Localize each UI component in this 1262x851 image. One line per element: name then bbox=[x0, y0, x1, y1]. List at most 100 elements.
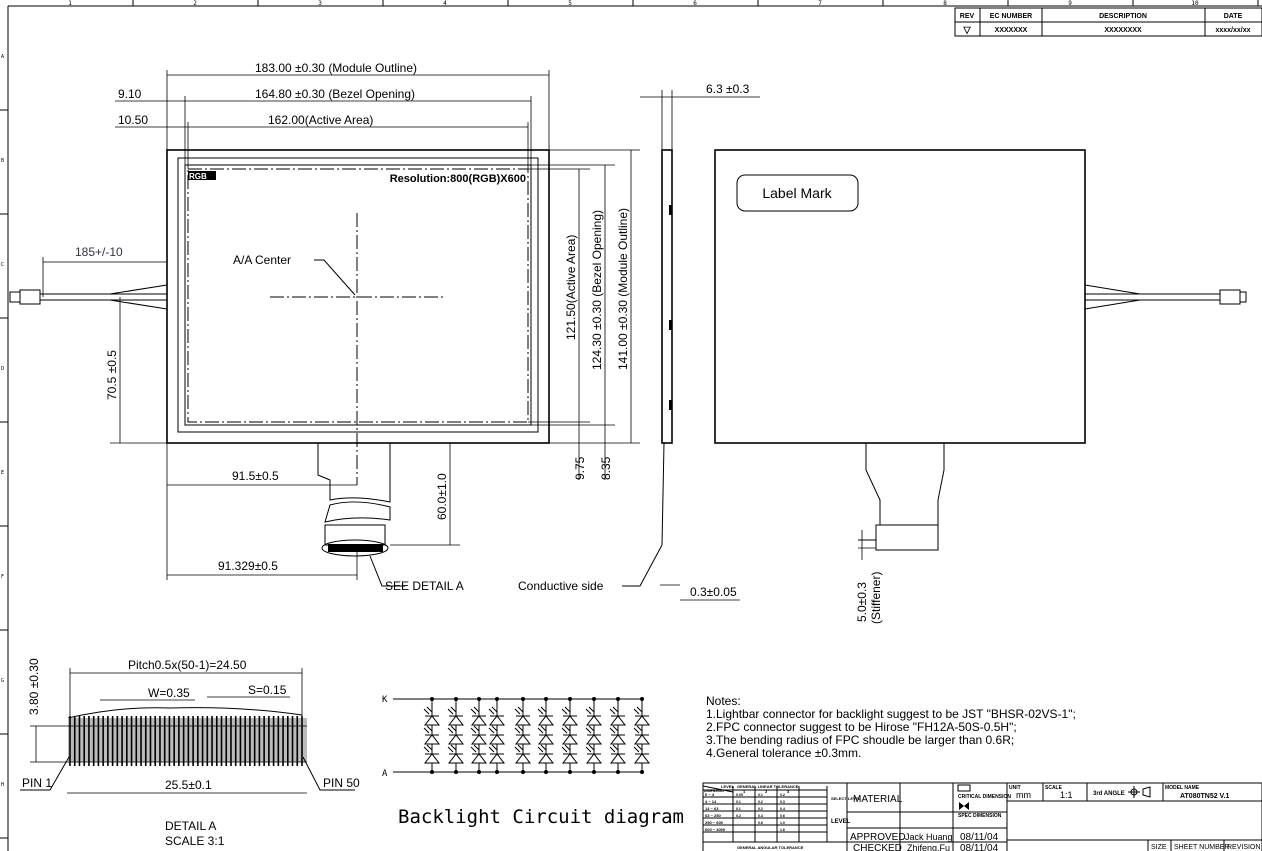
total-width-dim: 25.5±0.1 bbox=[165, 778, 212, 792]
junction-dot bbox=[640, 770, 644, 774]
junction-dot bbox=[544, 770, 548, 774]
spec-dimension-label: SPEC DIMENSION bbox=[958, 813, 1002, 819]
frame-row-label: G bbox=[1, 678, 4, 684]
pin-1-label: PIN 1 bbox=[22, 776, 52, 790]
notes-heading: Notes: bbox=[706, 694, 741, 708]
frame-column-label: 6 bbox=[693, 0, 697, 7]
module-outline-height: 141.00 ±0.30 (Module Outline) bbox=[616, 208, 630, 370]
junction-dot bbox=[568, 770, 572, 774]
bezel-opening-height: 124.30 ±0.30 (Bezel Opening) bbox=[590, 210, 604, 370]
junction-dot bbox=[454, 697, 458, 701]
rgb-label: RGB bbox=[189, 172, 207, 181]
light-emission-icon bbox=[537, 744, 547, 753]
light-emission-icon bbox=[585, 744, 595, 753]
checked-date: 08/11/04 bbox=[960, 843, 999, 851]
tolerance-linear-header: GENERAL LINEAR TOLERANCE bbox=[737, 784, 799, 789]
ec-number-header: EC NUMBER bbox=[990, 13, 1032, 20]
detail-scale: SCALE 3:1 bbox=[165, 834, 225, 848]
led-diode-icon bbox=[609, 715, 627, 726]
diagonal bbox=[702, 785, 734, 793]
frame-column-label: 7 bbox=[818, 0, 822, 7]
light-emission-icon bbox=[633, 725, 643, 734]
frame-column-label: 4 bbox=[443, 0, 447, 7]
light-emission-icon bbox=[447, 744, 457, 753]
back-view: Label Mark 5.0±0.3 (Stiffener) bbox=[714, 149, 1247, 624]
tolerance-value: 1.6 bbox=[780, 828, 785, 832]
approved-date: 08/11/04 bbox=[960, 832, 999, 843]
active-offset: 10.50 bbox=[118, 113, 148, 127]
light-emission-icon bbox=[633, 706, 643, 715]
tolerance-value: 0.1 bbox=[736, 800, 741, 804]
junction-dot bbox=[592, 697, 596, 701]
tolerance-range: 14 ~ 63 bbox=[705, 806, 719, 811]
led-diode-icon bbox=[514, 734, 532, 745]
light-emission-icon bbox=[561, 706, 571, 715]
revision-table: REV EC NUMBER DESCRIPTION DATE ▽ XXXXXXX… bbox=[954, 7, 1262, 38]
revision-triangle-icon: ▽ bbox=[963, 23, 971, 38]
frame-row-label: B bbox=[1, 158, 4, 164]
bottom-bezel-dim: 9.75 bbox=[573, 456, 587, 480]
detail-height-dim: 3.80 ±0.30 bbox=[27, 658, 41, 715]
light-emission-icon bbox=[561, 725, 571, 734]
third-angle-projection-icon bbox=[1128, 786, 1151, 798]
led-diode-icon bbox=[447, 715, 465, 726]
sheet-number-label: SHEET NUMBER bbox=[1174, 844, 1230, 851]
anode-label: A bbox=[382, 769, 388, 779]
label-mark: Label Mark bbox=[762, 185, 832, 201]
revision-label: REVISION bbox=[1227, 844, 1260, 851]
light-emission-icon bbox=[488, 725, 498, 734]
critical-dimension-label: CRITICAL DIMENSION bbox=[958, 794, 1011, 800]
tolerance-value: 0.2 bbox=[780, 793, 785, 797]
stiffener-label: (Stiffener) bbox=[869, 572, 883, 624]
conductive-side-label: Conductive side bbox=[518, 579, 604, 593]
date-header: DATE bbox=[1224, 13, 1243, 20]
notes: Notes: 1.Lightbar connector for backligh… bbox=[706, 694, 1076, 760]
led-diode-icon bbox=[447, 734, 465, 745]
led-diode-icon bbox=[488, 715, 506, 726]
tolerance-dimension-header: DIMENSION bbox=[704, 789, 724, 793]
pin-50-label: PIN 50 bbox=[323, 776, 360, 790]
thickness-dim: 6.3 ±0.3 bbox=[706, 82, 750, 96]
model-name-value: AT080TN52 V.1 bbox=[1180, 793, 1230, 800]
junction-dot bbox=[454, 770, 458, 774]
select-level-label: SELECT LEVEL bbox=[831, 796, 861, 801]
fpc-contact-pins bbox=[68, 716, 307, 766]
frame-column-label: 8 bbox=[943, 0, 947, 7]
light-emission-icon bbox=[609, 744, 619, 753]
unit-value: mm bbox=[1016, 790, 1031, 800]
fpc-thickness-dim: 0.3±0.05 bbox=[690, 585, 737, 599]
frame-column-label: 3 bbox=[318, 0, 322, 7]
bottom-active-dim: 8.35 bbox=[599, 456, 613, 480]
tolerance-range: 63 ~ 250 bbox=[705, 813, 721, 818]
frame-column-label: 5 bbox=[568, 0, 572, 7]
led-diode-icon bbox=[609, 734, 627, 745]
led-diode-icon bbox=[537, 715, 555, 726]
junction-dot bbox=[477, 770, 481, 774]
light-emission-icon bbox=[514, 725, 524, 734]
frame-column-label: 10 bbox=[1191, 0, 1199, 7]
frame-column-label: 1 bbox=[68, 0, 72, 7]
light-emission-icon bbox=[423, 706, 433, 715]
junction-dot bbox=[521, 697, 525, 701]
light-emission-icon bbox=[514, 744, 524, 753]
led-diode-icon bbox=[609, 753, 627, 764]
light-emission-icon bbox=[488, 744, 498, 753]
junction-dot bbox=[477, 697, 481, 701]
aa-center-label: A/A Center bbox=[233, 253, 291, 267]
bezel-offset: 9.10 bbox=[118, 87, 142, 101]
size-label: SIZE bbox=[1151, 844, 1167, 851]
light-emission-icon bbox=[470, 744, 480, 753]
level-label: LEVEL bbox=[831, 819, 851, 825]
led-diode-icon bbox=[447, 753, 465, 764]
frame-row-label: E bbox=[1, 470, 4, 476]
led-diode-icon bbox=[423, 753, 441, 764]
frame-column-label: 9 bbox=[1068, 0, 1072, 7]
frame-row-label: F bbox=[1, 574, 4, 580]
frame-column-label: 2 bbox=[193, 0, 197, 7]
tolerance-value: 0.2 bbox=[736, 814, 741, 818]
cathode-label: K bbox=[382, 695, 388, 705]
led-diode-icon bbox=[470, 715, 488, 726]
material-label: MATERIAL bbox=[853, 794, 903, 805]
tolerance-value: 0.3 bbox=[780, 800, 785, 804]
